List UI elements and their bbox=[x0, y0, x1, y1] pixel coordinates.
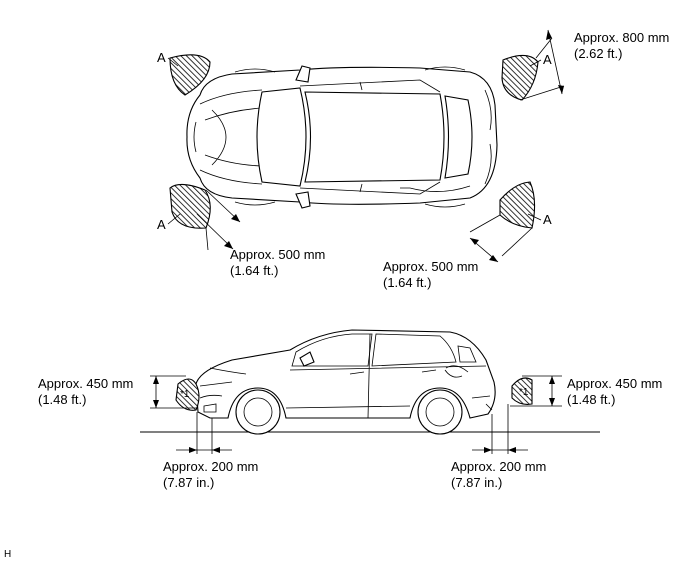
rear-distance-500-line1: Approx. 500 mm bbox=[383, 259, 478, 274]
marker-rear: *1 bbox=[519, 387, 529, 398]
corner-code: H bbox=[4, 549, 11, 560]
rear-height-line2: (1.48 ft.) bbox=[567, 392, 615, 407]
car-side-view bbox=[140, 329, 600, 435]
dimension-front-offset bbox=[176, 412, 232, 454]
label-a-rear-left: A bbox=[543, 212, 552, 227]
rear-height-line1: Approx. 450 mm bbox=[567, 376, 662, 391]
front-height-line1: Approx. 450 mm bbox=[38, 376, 133, 391]
rear-distance-800-line2: (2.62 ft.) bbox=[574, 46, 622, 61]
sensor-zone-rear-left-top bbox=[499, 181, 536, 229]
sensor-zone-front-side bbox=[175, 378, 200, 411]
label-a-front-right: A bbox=[157, 217, 166, 232]
label-a-front-left: A bbox=[157, 50, 166, 65]
marker-front: *1 bbox=[180, 389, 190, 400]
front-offset-line2: (7.87 in.) bbox=[163, 475, 214, 490]
label-a-rear-right: A bbox=[543, 52, 552, 67]
dimension-rear-height bbox=[510, 375, 562, 407]
front-distance-line2: (1.64 ft.) bbox=[230, 263, 278, 278]
dimension-rear-offset bbox=[472, 404, 528, 454]
front-height-line2: (1.48 ft.) bbox=[38, 392, 86, 407]
sensor-zone-rear-side bbox=[511, 377, 533, 405]
sensor-zone-front-left-top bbox=[169, 54, 211, 96]
dimension-front-500 bbox=[196, 189, 241, 251]
front-offset-line1: Approx. 200 mm bbox=[163, 459, 258, 474]
sensor-zone-front-right-top bbox=[169, 183, 211, 229]
car-top-view bbox=[186, 65, 498, 209]
rear-distance-500-line2: (1.64 ft.) bbox=[383, 275, 431, 290]
front-distance-line1: Approx. 500 mm bbox=[230, 247, 325, 262]
sensor-zone-rear-right-top bbox=[501, 54, 539, 101]
dimension-rear-800 bbox=[519, 29, 565, 101]
rear-distance-800-line1: Approx. 800 mm bbox=[574, 30, 669, 45]
dimension-rear-500 bbox=[469, 214, 533, 263]
dimension-front-height bbox=[150, 375, 198, 409]
rear-offset-line2: (7.87 in.) bbox=[451, 475, 502, 490]
rear-offset-line1: Approx. 200 mm bbox=[451, 459, 546, 474]
